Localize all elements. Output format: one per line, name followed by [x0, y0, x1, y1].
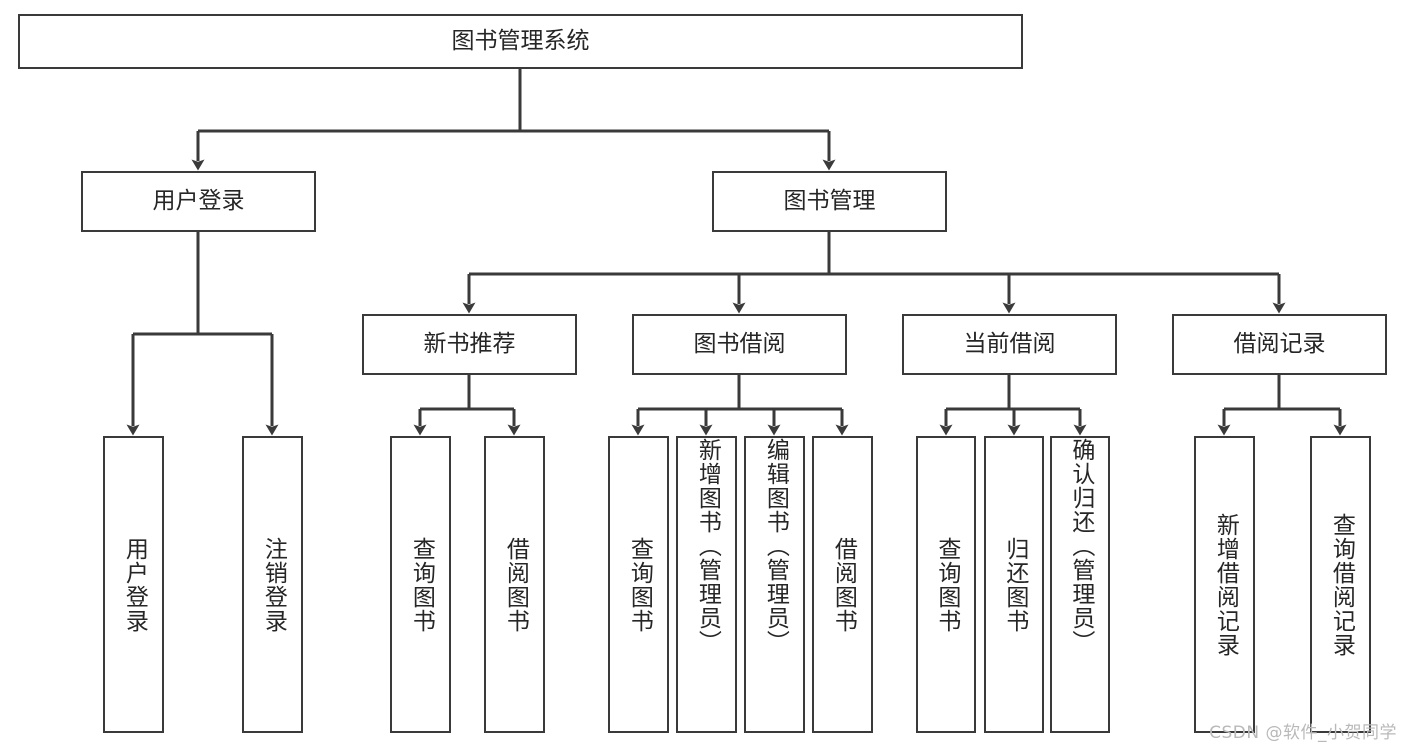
- node-leaf-logout[interactable]: 注销登录: [242, 436, 303, 733]
- node-label: 图书管理: [783, 187, 876, 214]
- node-book-borrow[interactable]: 图书借阅: [632, 314, 847, 375]
- node-leaf-borrow-book-borrow[interactable]: 借阅图书: [812, 436, 873, 733]
- node-label: 查询图书: [933, 536, 960, 633]
- node-leaf-add-book-admin[interactable]: 新增图书（管理员）: [676, 436, 737, 733]
- node-label: 图书借阅: [693, 330, 786, 357]
- node-leaf-edit-book-admin[interactable]: 编辑图书（管理员）: [744, 436, 805, 733]
- node-leaf-user-login[interactable]: 用户登录: [103, 436, 164, 733]
- node-label: 借阅记录: [1233, 330, 1326, 357]
- node-label: 归还图书: [1001, 536, 1028, 633]
- node-book-management[interactable]: 图书管理: [712, 171, 947, 232]
- node-leaf-query-borrow-record[interactable]: 查询借阅记录: [1310, 436, 1371, 733]
- node-leaf-query-book-current[interactable]: 查询图书: [916, 436, 976, 733]
- node-label: 图书管理系统: [451, 27, 590, 54]
- node-label: 查询图书: [626, 536, 653, 633]
- node-leaf-query-book-recommend[interactable]: 查询图书: [390, 436, 451, 733]
- node-label: 借阅图书: [830, 536, 857, 633]
- node-leaf-confirm-return-admin[interactable]: 确认归还（管理员）: [1050, 436, 1110, 733]
- node-leaf-borrow-book-recommend[interactable]: 借阅图书: [484, 436, 545, 733]
- node-book-management-system[interactable]: 图书管理系统: [18, 14, 1023, 69]
- node-label: 用户登录: [152, 187, 245, 214]
- node-label: 新书推荐: [423, 330, 516, 357]
- node-label: 确认归还（管理员）: [1067, 438, 1094, 654]
- node-label: 查询图书: [408, 536, 435, 633]
- node-label: 新增借阅记录: [1212, 512, 1239, 657]
- node-label: 用户登录: [121, 536, 148, 633]
- node-label: 新增图书（管理员）: [694, 438, 721, 654]
- node-borrow-record[interactable]: 借阅记录: [1172, 314, 1387, 375]
- node-leaf-query-book-borrow[interactable]: 查询图书: [608, 436, 669, 733]
- node-label: 编辑图书（管理员）: [762, 438, 789, 654]
- node-user-login[interactable]: 用户登录: [81, 171, 316, 232]
- node-current-borrow[interactable]: 当前借阅: [902, 314, 1117, 375]
- node-label: 当前借阅: [963, 330, 1056, 357]
- node-leaf-return-book[interactable]: 归还图书: [984, 436, 1044, 733]
- node-label: 借阅图书: [502, 536, 529, 633]
- node-label: 注销登录: [260, 536, 287, 633]
- node-new-book-recommend[interactable]: 新书推荐: [362, 314, 577, 375]
- node-label: 查询借阅记录: [1328, 512, 1355, 657]
- node-leaf-add-borrow-record[interactable]: 新增借阅记录: [1194, 436, 1255, 733]
